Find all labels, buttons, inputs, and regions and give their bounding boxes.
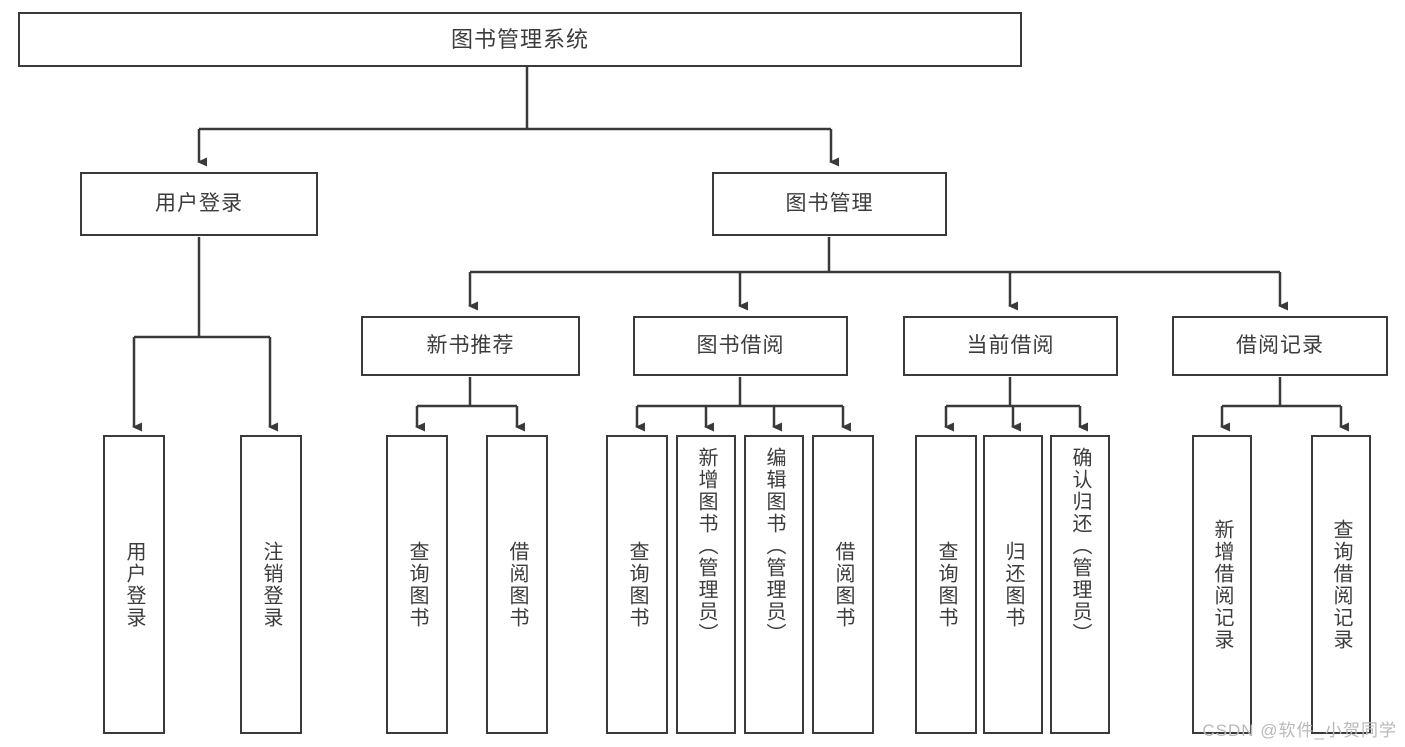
leaf-current-borrow-return-books[interactable]: 归还图书 — [983, 435, 1043, 734]
leaf-label: 注销登录 — [260, 540, 282, 629]
leaf-book-borrow-edit-book-admin[interactable]: 编辑图书（管理员） — [744, 435, 804, 734]
leaf-label: 查询图书 — [935, 540, 957, 629]
leaf-current-borrow-query-books[interactable]: 查询图书 — [915, 435, 977, 734]
leaf-label: 新增图书（管理员） — [695, 447, 717, 645]
leaf-label: 确认归还（管理员） — [1069, 447, 1091, 645]
node-label: 图书管理 — [785, 191, 874, 215]
leaf-label: 借阅图书 — [832, 540, 854, 629]
node-label: 图书管理系统 — [450, 26, 589, 52]
leaf-new-book-borrow-books[interactable]: 借阅图书 — [486, 435, 548, 734]
node-user-login[interactable]: 用户登录 — [80, 172, 318, 236]
node-current-borrow[interactable]: 当前借阅 — [903, 316, 1118, 376]
leaf-new-book-query-books[interactable]: 查询图书 — [386, 435, 448, 734]
node-book-management[interactable]: 图书管理 — [712, 172, 947, 236]
leaf-user-login-logout[interactable]: 注销登录 — [240, 435, 302, 734]
node-label: 新书推荐 — [426, 333, 515, 357]
leaf-label: 查询借阅记录 — [1330, 518, 1352, 651]
node-new-book-recommend[interactable]: 新书推荐 — [361, 316, 580, 376]
leaf-borrow-records-add-record[interactable]: 新增借阅记录 — [1192, 435, 1252, 734]
node-label: 用户登录 — [155, 191, 243, 215]
leaf-book-borrow-query-books[interactable]: 查询图书 — [606, 435, 668, 734]
leaf-book-borrow-borrow-books[interactable]: 借阅图书 — [812, 435, 874, 734]
leaf-label: 借阅图书 — [506, 540, 528, 629]
leaf-borrow-records-query-record[interactable]: 查询借阅记录 — [1311, 435, 1371, 734]
node-book-borrow[interactable]: 图书借阅 — [633, 316, 848, 376]
leaf-label: 新增借阅记录 — [1211, 518, 1233, 651]
node-borrow-records[interactable]: 借阅记录 — [1172, 316, 1388, 376]
leaf-book-borrow-add-book-admin[interactable]: 新增图书（管理员） — [676, 435, 736, 734]
leaf-user-login-login[interactable]: 用户登录 — [103, 435, 165, 734]
node-root-library-management-system[interactable]: 图书管理系统 — [18, 12, 1022, 67]
leaf-label: 用户登录 — [123, 540, 145, 629]
leaf-current-borrow-confirm-return-admin[interactable]: 确认归还（管理员） — [1050, 435, 1110, 734]
leaf-label: 归还图书 — [1002, 540, 1024, 629]
leaf-label: 查询图书 — [406, 540, 428, 629]
node-label: 当前借阅 — [966, 333, 1055, 357]
leaf-label: 查询图书 — [626, 540, 648, 629]
node-label: 借阅记录 — [1236, 333, 1324, 357]
leaf-label: 编辑图书（管理员） — [763, 447, 785, 645]
node-label: 图书借阅 — [696, 333, 785, 357]
